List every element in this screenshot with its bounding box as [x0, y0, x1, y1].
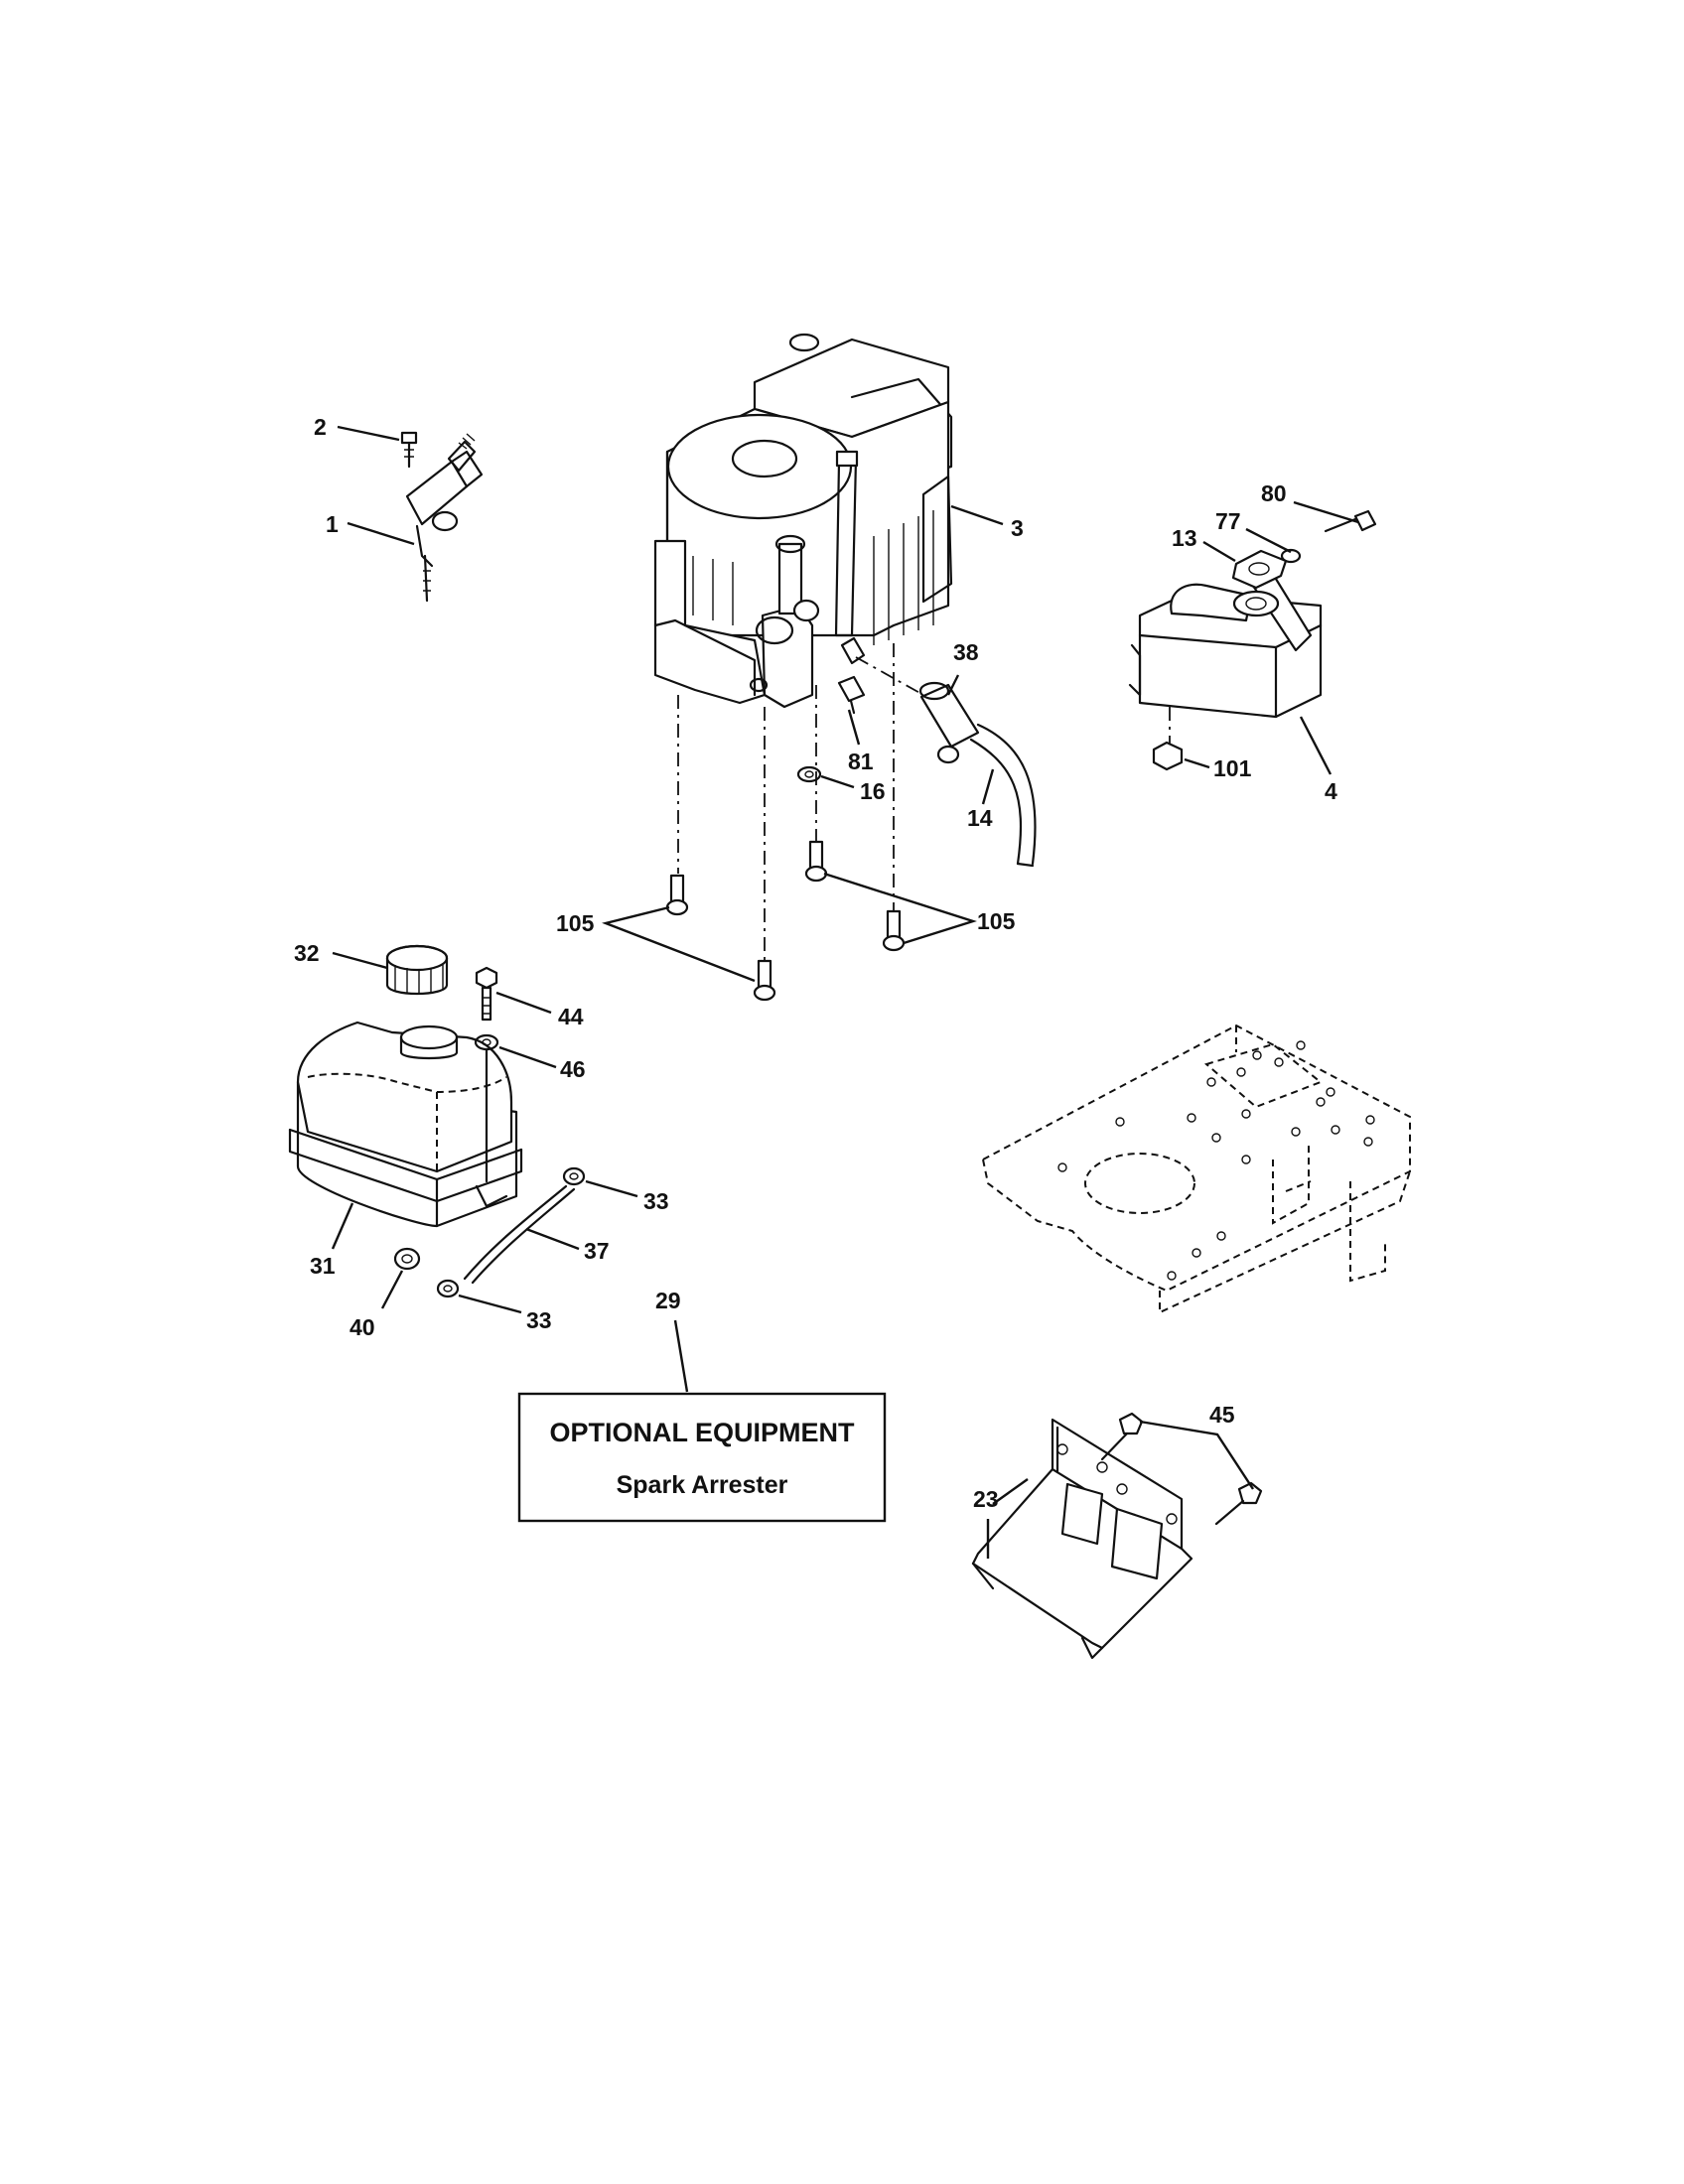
optional-equipment-box: OPTIONAL EQUIPMENT Spark Arrester: [517, 1392, 887, 1523]
leader-2: [337, 425, 400, 442]
callout-46: 46: [560, 1056, 586, 1082]
callout-29: 29: [655, 1288, 681, 1313]
washer-16: [796, 765, 822, 783]
leader-45: [1139, 1420, 1255, 1490]
fuel-line-37: [463, 1184, 576, 1285]
leader-3: [950, 504, 1004, 526]
fuel-tank-31: [288, 1021, 523, 1228]
leader-32: [332, 951, 388, 970]
fuel-hose-part: [969, 723, 1037, 868]
leader-33-lower: [458, 1294, 522, 1314]
callout-77: 77: [1215, 508, 1241, 534]
callout-16: 16: [860, 778, 886, 804]
leader-44: [495, 991, 552, 1015]
optional-equipment-title: OPTIONAL EQUIPMENT: [549, 1418, 855, 1447]
callout-37: 37: [584, 1238, 610, 1264]
callout-80: 80: [1261, 480, 1287, 506]
callout-14: 14: [967, 805, 993, 831]
chassis-reference: [981, 1024, 1411, 1314]
nut-101: [1152, 741, 1184, 771]
throttle-control-part: [400, 431, 484, 603]
leader-29: [673, 1319, 689, 1393]
muffler-part: [1128, 569, 1323, 719]
leader-81: [847, 709, 861, 746]
leader-80: [1293, 500, 1359, 524]
callout-23: 23: [973, 1486, 999, 1512]
leader-33-upper: [585, 1179, 638, 1198]
leader-38: [946, 674, 960, 696]
callout-3: 3: [1011, 515, 1024, 541]
leader-101: [1184, 757, 1210, 769]
bolt-105: [665, 874, 689, 916]
leader-1: [347, 521, 415, 546]
lockwasher-77: [1280, 548, 1302, 564]
grommet-40: [393, 1247, 421, 1271]
leader-31: [331, 1202, 354, 1250]
fuel-tank-cap-32: [385, 944, 449, 996]
callout-2: 2: [314, 414, 327, 440]
bolt-105: [753, 959, 776, 1002]
callout-13: 13: [1172, 525, 1197, 551]
leader-105-left: [602, 905, 756, 983]
engine-part: [653, 333, 953, 709]
leader-16: [820, 774, 855, 789]
clamp-33-lower: [436, 1279, 460, 1298]
clamp-33-upper: [562, 1166, 586, 1186]
leader-46: [498, 1045, 557, 1069]
callout-40: 40: [350, 1314, 375, 1340]
screw-45-upper: [1100, 1412, 1144, 1461]
callout-4: 4: [1325, 778, 1337, 804]
callout-33-lower: 33: [526, 1307, 552, 1333]
leader-14: [981, 768, 995, 805]
leader-4: [1299, 716, 1333, 775]
leader-23: [992, 1478, 1029, 1505]
fuel-fitting-part: [837, 675, 866, 715]
callout-44: 44: [558, 1004, 584, 1029]
screw-45-lower: [1214, 1481, 1263, 1526]
callout-45: 45: [1209, 1402, 1235, 1428]
bolt-44: [475, 966, 498, 1022]
callout-1: 1: [326, 511, 339, 537]
leader-77: [1245, 527, 1292, 554]
spark-arrester-label: Spark Arrester: [617, 1471, 788, 1499]
bolt-105: [882, 909, 906, 952]
bolt-80: [1324, 509, 1377, 533]
leader-40: [380, 1270, 404, 1309]
callout-81: 81: [848, 749, 874, 774]
callout-33-upper: 33: [643, 1188, 669, 1214]
callout-105-right: 105: [977, 908, 1016, 934]
callout-32: 32: [294, 940, 320, 966]
callout-101: 101: [1213, 755, 1252, 781]
leader-13: [1202, 540, 1236, 563]
callout-38: 38: [953, 639, 979, 665]
alignment-line: [855, 656, 924, 696]
callout-31: 31: [310, 1253, 336, 1279]
leader-37: [525, 1227, 580, 1251]
callout-105-left: 105: [556, 910, 595, 936]
leader-105-right: [823, 872, 977, 945]
fuel-filter-part: [918, 681, 980, 764]
gasket-13: [1231, 549, 1288, 590]
spark-arrester-bracket-23: [971, 1418, 1193, 1660]
bolt-105: [804, 840, 828, 883]
